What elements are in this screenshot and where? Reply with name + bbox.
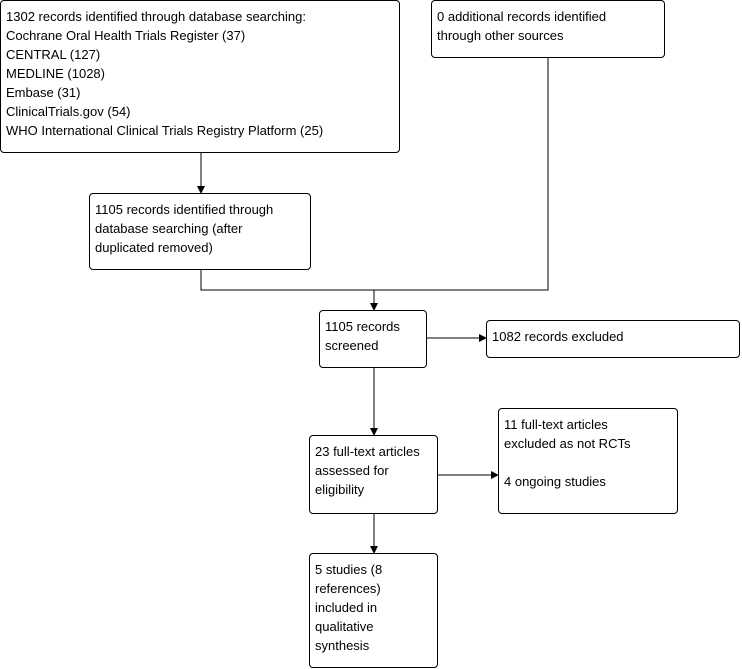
fulltext-assessed-line-1: 23 full-text articles bbox=[315, 444, 420, 459]
fulltext-excluded-line-2: excluded as not RCTs bbox=[504, 436, 631, 451]
included-line-4: qualitative bbox=[315, 619, 374, 634]
database-search-line-7: WHO International Clinical Trials Regist… bbox=[6, 123, 324, 138]
database-search-line-1: 1302 records identified through database… bbox=[6, 9, 306, 24]
connector-deduplicated-merge bbox=[200, 269, 374, 291]
included-line-2: references) bbox=[315, 581, 381, 596]
other-sources-line-1: 0 additional records identified bbox=[437, 9, 607, 24]
other-sources-line-2: through other sources bbox=[437, 28, 564, 43]
box-database-search: 1302 records identified through database… bbox=[0, 0, 400, 153]
screened-line-1: 1105 records bbox=[325, 319, 400, 334]
records-excluded-line-1: 1082 records excluded bbox=[492, 329, 624, 344]
included-line-5: synthesis bbox=[315, 638, 370, 653]
box-fulltext-assessed: 23 full-text articles assessed for eligi… bbox=[309, 435, 438, 514]
ongoing-studies-line: 4 ongoing studies bbox=[504, 474, 606, 489]
after-duplicates-line-2: database searching (after bbox=[95, 221, 243, 236]
database-search-line-6: ClinicalTrials.gov (54) bbox=[6, 104, 131, 119]
database-search-line-5: Embase (31) bbox=[6, 85, 81, 100]
box-studies-included: 5 studies (8 references) included in qua… bbox=[309, 553, 438, 668]
included-line-1: 5 studies (8 bbox=[315, 562, 383, 577]
box-screened: 1105 records screened bbox=[319, 310, 427, 368]
box-after-duplicates: 1105 records identified through database… bbox=[89, 193, 311, 270]
box-records-excluded: 1082 records excluded bbox=[486, 320, 740, 358]
included-line-3: included in bbox=[315, 600, 378, 615]
database-search-line-3: CENTRAL (127) bbox=[6, 47, 101, 62]
box-fulltext-excluded: 11 full-text articles excluded as not RC… bbox=[498, 408, 678, 514]
fulltext-excluded-spacer bbox=[504, 453, 671, 472]
screened-line-2: screened bbox=[325, 338, 379, 353]
after-duplicates-line-3: duplicated removed) bbox=[95, 240, 213, 255]
connector-other-sources-merge bbox=[374, 57, 549, 291]
database-search-line-2: Cochrane Oral Health Trials Register (37… bbox=[6, 28, 246, 43]
box-other-sources: 0 additional records identified through … bbox=[431, 0, 665, 58]
database-search-line-4: MEDLINE (1028) bbox=[6, 66, 105, 81]
after-duplicates-line-1: 1105 records identified through bbox=[95, 202, 274, 217]
fulltext-excluded-line-1: 11 full-text articles bbox=[504, 417, 608, 432]
fulltext-assessed-line-2: assessed for bbox=[315, 463, 389, 478]
fulltext-assessed-line-3: eligibility bbox=[315, 482, 365, 497]
